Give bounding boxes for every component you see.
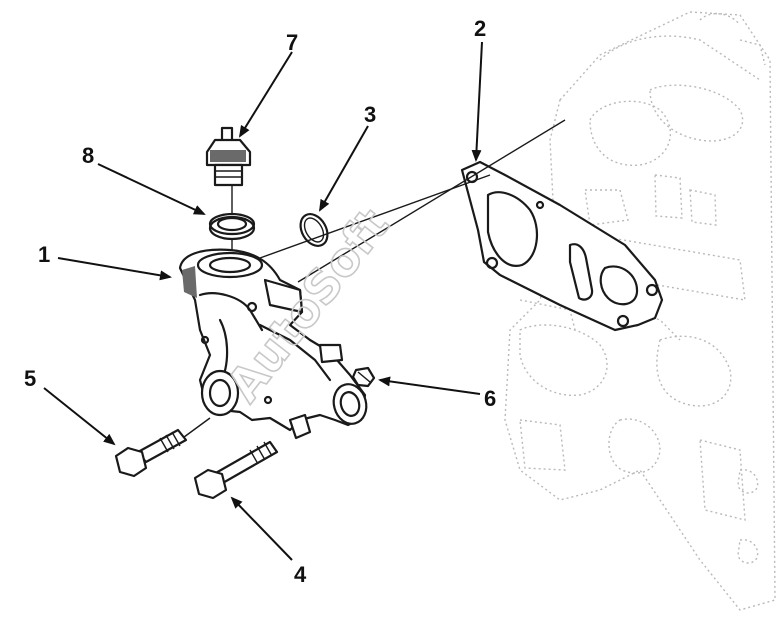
callout-5: 5 <box>24 366 36 391</box>
leader-3 <box>319 125 369 212</box>
callout-8: 8 <box>82 143 94 168</box>
callout-4: 4 <box>294 562 307 587</box>
bolt-5 <box>114 428 188 478</box>
bolt-4 <box>193 440 279 500</box>
gasket <box>460 160 664 332</box>
callout-labels: 1 2 3 4 5 6 7 8 <box>24 16 496 587</box>
callout-2: 2 <box>474 16 486 41</box>
leader-4 <box>230 496 293 561</box>
leader-arrows <box>43 41 483 561</box>
temperature-sender <box>205 126 252 187</box>
leader-5 <box>43 387 116 446</box>
callout-7: 7 <box>286 30 298 55</box>
leader-6 <box>378 376 481 395</box>
callout-1: 1 <box>38 242 50 267</box>
leader-2 <box>471 41 483 162</box>
seal-ring <box>208 212 256 241</box>
callout-3: 3 <box>364 102 376 127</box>
leader-8 <box>97 163 206 215</box>
o-ring <box>299 213 329 247</box>
leader-1 <box>57 257 172 281</box>
thermostat-housing <box>178 248 368 440</box>
drain-plug <box>351 366 376 388</box>
leader-7 <box>238 51 293 138</box>
callout-6: 6 <box>484 386 496 411</box>
